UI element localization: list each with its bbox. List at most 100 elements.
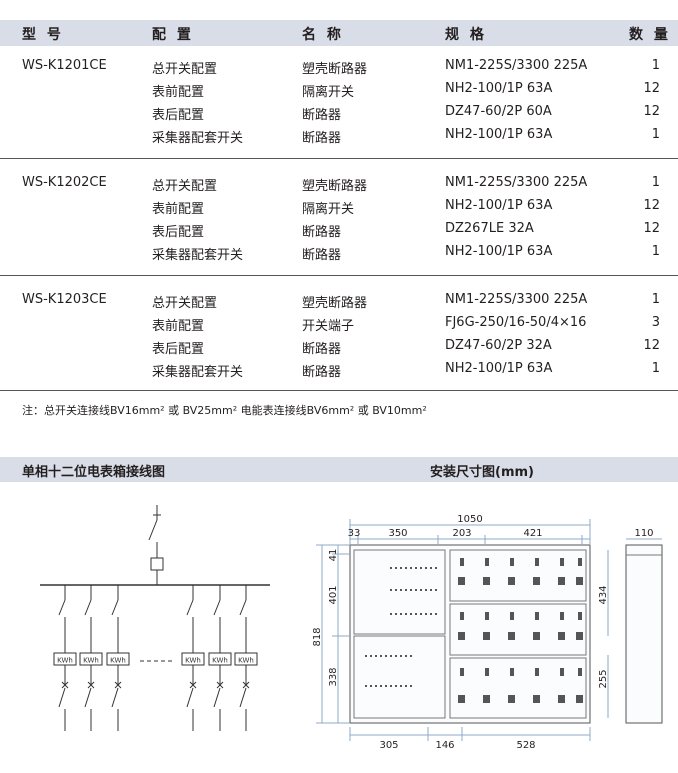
breaker-slot	[483, 632, 490, 640]
terminal-dot	[395, 589, 397, 591]
terminal-dot	[365, 685, 367, 687]
config-cell: 总开关配置	[152, 296, 218, 311]
config-cell: 表前配置	[152, 202, 205, 217]
dim-label: 434	[598, 585, 609, 604]
breaker-slot	[576, 695, 583, 703]
breaker-slot	[535, 612, 539, 620]
header-qty: 数 量	[629, 27, 671, 43]
name-cell: 断路器	[302, 342, 342, 357]
name-cell: 隔离开关	[302, 85, 355, 100]
meter-branch: KWh	[234, 585, 258, 731]
terminal-dot	[415, 589, 417, 591]
terminal-dot	[380, 655, 382, 657]
qty-cell: 12	[643, 198, 660, 213]
terminal-dot	[405, 589, 407, 591]
meter-branch: KWh	[208, 585, 232, 731]
terminal-dot	[385, 655, 387, 657]
breaker-slot	[560, 612, 564, 620]
group-divider	[0, 275, 678, 276]
terminal-dot	[405, 613, 407, 615]
model-cell: WS-K1203CE	[22, 292, 107, 307]
table-header: 型 号 配 置 名 称 规 格 数 量	[0, 20, 678, 46]
terminal-dot	[390, 589, 392, 591]
terminal-dot	[425, 589, 427, 591]
dim-label: 421	[523, 528, 542, 539]
terminal-dot	[395, 567, 397, 569]
terminal-dot	[435, 567, 437, 569]
wiring-title: 单相十二位电表箱接线图	[22, 465, 166, 480]
install-drawing: 1050 33 350 203 421 110 305 146 528 41 4…	[312, 514, 663, 751]
terminal-dot	[400, 567, 402, 569]
spec-cell: NH2-100/1P 63A	[445, 198, 553, 213]
config-cell: 采集器配套开关	[152, 131, 244, 146]
terminal-dot	[425, 613, 427, 615]
spec-cell: DZ47-60/2P 32A	[445, 338, 552, 353]
header-spec: 规 格	[445, 27, 487, 43]
dim-label: 338	[328, 667, 339, 686]
breaker-slot	[460, 668, 464, 676]
dim-label: 1050	[457, 514, 482, 525]
dim-label: 818	[312, 627, 323, 646]
terminal-dot	[370, 655, 372, 657]
terminal-dot	[435, 589, 437, 591]
dim-label: 528	[516, 740, 535, 751]
meter-branch: KWh	[53, 585, 77, 731]
name-cell: 塑壳断路器	[302, 62, 368, 77]
breaker-slot	[533, 695, 540, 703]
config-cell: 表后配置	[152, 108, 205, 123]
dim-label: 41	[328, 549, 339, 562]
terminal-dot	[385, 685, 387, 687]
header-config: 配 置	[152, 27, 194, 43]
terminal-dot	[405, 655, 407, 657]
name-cell: 断路器	[302, 131, 342, 146]
breaker-slot	[510, 558, 514, 566]
breaker-slot	[458, 577, 465, 585]
dim-label: 146	[435, 740, 454, 751]
qty-cell: 12	[643, 81, 660, 96]
config-cell: 总开关配置	[152, 62, 218, 77]
section-header: 单相十二位电表箱接线图 安装尺寸图(mm)	[0, 457, 678, 482]
terminal-dot	[430, 613, 432, 615]
breaker-slot	[460, 558, 464, 566]
breaker-slot	[578, 668, 582, 676]
meter-branch: KWh	[79, 585, 103, 731]
terminal-dot	[430, 589, 432, 591]
terminal-dot	[390, 567, 392, 569]
spec-cell: FJ6G-250/16-50/4×16	[445, 315, 587, 330]
terminal-dot	[410, 567, 412, 569]
terminal-dot	[420, 613, 422, 615]
group-divider	[0, 390, 678, 391]
terminal-dot	[375, 685, 377, 687]
terminal-dot	[370, 685, 372, 687]
terminal-dot	[400, 685, 402, 687]
breaker-slot	[558, 632, 565, 640]
breaker-slot	[533, 577, 540, 585]
header-name: 名 称	[302, 27, 344, 43]
spec-cell: DZ267LE 32A	[445, 221, 534, 236]
dim-label: 203	[452, 528, 471, 539]
breaker-slot	[558, 695, 565, 703]
terminal-dot	[380, 685, 382, 687]
name-cell: 断路器	[302, 248, 342, 263]
note-text: 注：总开关连接线BV16mm² 或 BV25mm² 电能表连接线BV6mm² 或…	[22, 404, 427, 417]
terminal-dot	[400, 655, 402, 657]
terminal-dot	[390, 685, 392, 687]
breaker-slot	[508, 695, 515, 703]
breaker-slot	[578, 612, 582, 620]
breaker-slot	[578, 558, 582, 566]
spec-cell: NM1-225S/3300 225A	[445, 58, 588, 73]
config-cell: 表前配置	[152, 85, 205, 100]
spec-cell: NH2-100/1P 63A	[445, 81, 553, 96]
breaker-slot	[533, 632, 540, 640]
config-cell: 表前配置	[152, 319, 205, 334]
terminal-dot	[395, 685, 397, 687]
breaker-slot	[510, 612, 514, 620]
terminal-dot	[390, 613, 392, 615]
config-cell: 采集器配套开关	[152, 365, 244, 380]
qty-cell: 1	[651, 58, 660, 73]
terminal-dot	[410, 613, 412, 615]
config-cell: 采集器配套开关	[152, 248, 244, 263]
meter-label: KWh	[83, 657, 99, 665]
breaker-slot	[510, 668, 514, 676]
